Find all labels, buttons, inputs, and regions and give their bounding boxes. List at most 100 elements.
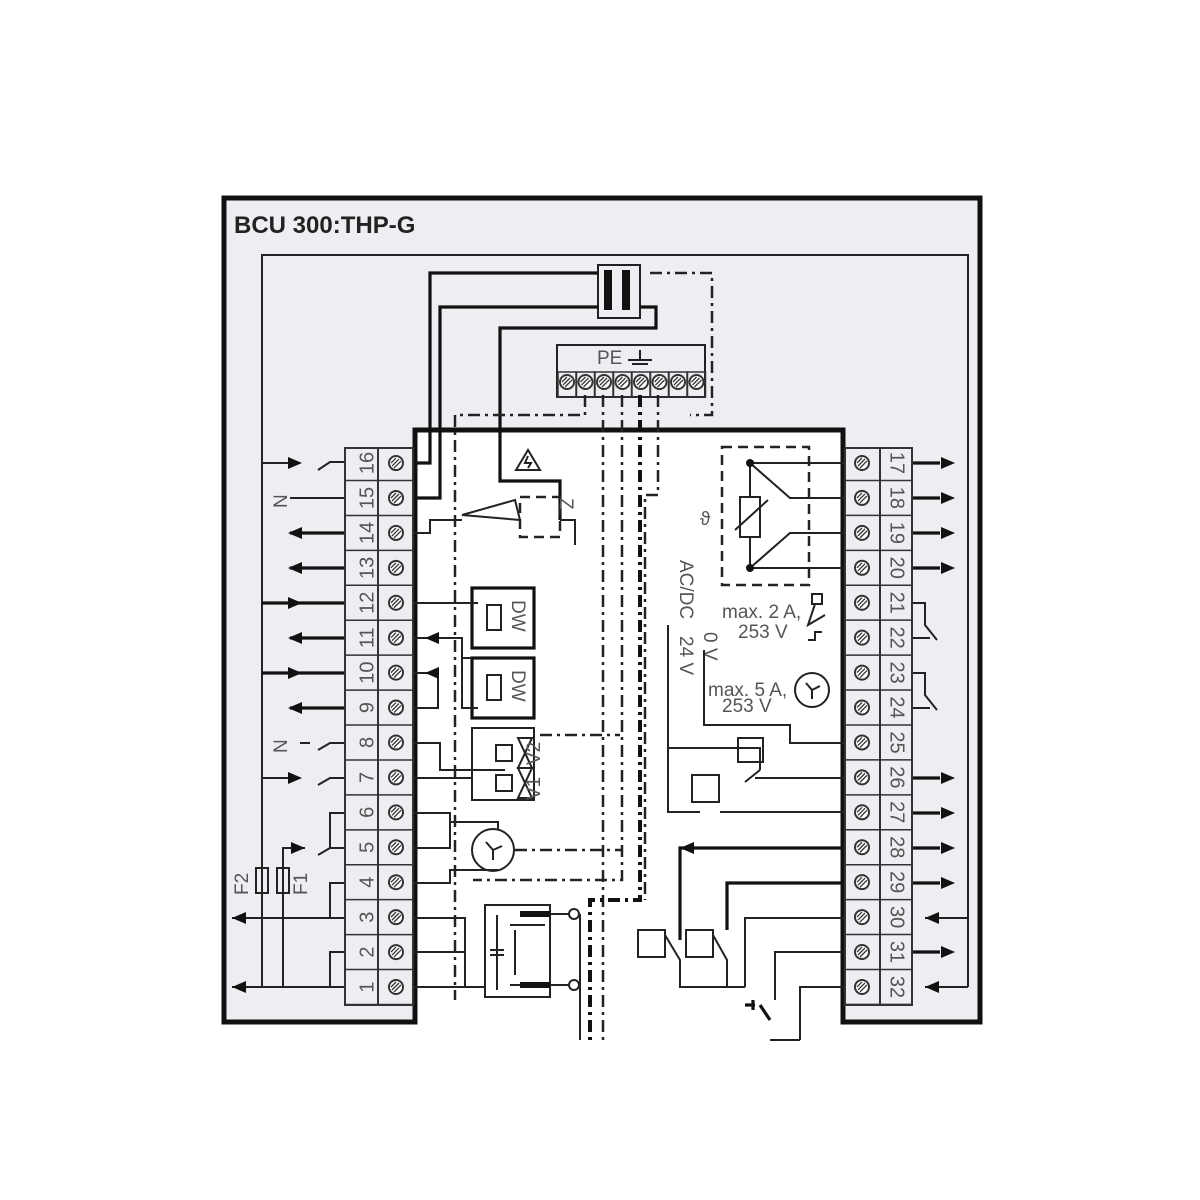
terminal-screw-17[interactable]: [854, 455, 870, 471]
terminal-number: 17: [886, 452, 908, 474]
terminal-screw-4[interactable]: [388, 874, 404, 891]
terminal-screw-24[interactable]: [854, 699, 870, 716]
terminal-number: 20: [886, 557, 908, 579]
terminal-screw-25[interactable]: [854, 734, 870, 751]
temperature-sensor: ϑ: [700, 445, 865, 587]
warning-icon: [514, 448, 542, 471]
inner-panel: [415, 430, 843, 1050]
pe-terminal-screw[interactable]: [614, 374, 631, 390]
terminal-screw-13[interactable]: [388, 559, 404, 576]
terminal-screw-12[interactable]: [388, 594, 404, 611]
arrow-icon: [288, 772, 302, 784]
terminal-screw-20[interactable]: [854, 559, 870, 576]
terminal-screw-5[interactable]: [388, 839, 404, 856]
terminal-number: 3: [356, 912, 378, 923]
terminal-screw-8[interactable]: [388, 734, 404, 751]
arrow-icon: [941, 562, 955, 574]
arrow-icon: [232, 981, 246, 993]
terminal-number: 2: [356, 947, 378, 958]
arrow-icon: [288, 562, 302, 574]
n-label-top: N: [271, 494, 292, 508]
terminal-number: 18: [886, 487, 908, 509]
terminal-screw-1[interactable]: [388, 979, 404, 995]
terminal-number: 22: [886, 627, 908, 649]
terminal-screw-18[interactable]: [854, 489, 870, 506]
terminal-screw-19[interactable]: [854, 524, 870, 541]
terminal-screw-7[interactable]: [388, 769, 404, 786]
pe-terminal-screw[interactable]: [633, 374, 649, 390]
terminal-screw-2[interactable]: [388, 944, 404, 961]
fan-icon-circle: [794, 672, 830, 708]
terminal-number: 11: [356, 627, 378, 648]
terminal-screw-26[interactable]: [854, 769, 870, 786]
terminal-number: 29: [886, 871, 908, 893]
terminal-number: 15: [356, 487, 378, 509]
terminal-screw-28[interactable]: [854, 839, 870, 856]
terminal-screw-29[interactable]: [854, 874, 870, 891]
fan-feedback-icon: [637, 929, 666, 958]
v1-label: V1: [524, 777, 545, 800]
left-wiring: F2 F1 N N: [232, 461, 345, 988]
device-title: BCU 300:THP-G: [234, 212, 415, 239]
terminal-screw-21[interactable]: [854, 594, 870, 611]
pe-terminal-screw[interactable]: [559, 374, 575, 390]
arrow-icon: [425, 667, 439, 679]
arrow-icon: [941, 772, 955, 784]
pe-terminal-screw[interactable]: [577, 374, 594, 390]
terminal-number: 27: [886, 801, 908, 823]
terminal-number: 7: [356, 772, 378, 783]
pe-terminal-screw[interactable]: [651, 374, 668, 390]
arrowheads: [232, 457, 955, 993]
fan-icon: [485, 841, 503, 860]
terminal-screw-14[interactable]: [388, 524, 404, 541]
pressure-switch-1: DW: [470, 586, 536, 650]
arrow-icon: [941, 492, 955, 504]
arrow-icon: [941, 842, 955, 854]
24v-label: 24 V: [675, 636, 696, 675]
terminal-number: 28: [886, 836, 908, 858]
housing-frame: [221, 195, 983, 1025]
terminal-screw-11[interactable]: [388, 629, 404, 646]
pe-terminal-screw[interactable]: [596, 374, 612, 390]
terminal-screw-31[interactable]: [854, 944, 870, 961]
gas-valves: V1 V2: [395, 727, 620, 801]
terminal-screw-30[interactable]: [854, 909, 870, 926]
terminal-number: 19: [886, 522, 908, 544]
terminal-screw-27[interactable]: [854, 804, 870, 821]
arrow-icon: [941, 946, 955, 958]
fuse-f2: [255, 867, 269, 894]
arrow-icon: [288, 527, 302, 539]
terminal-number: 14: [356, 522, 378, 544]
arrow-icon: [288, 597, 302, 609]
pe-terminal-screw[interactable]: [670, 374, 686, 390]
terminal-number: 10: [356, 662, 378, 684]
terminal-screw-6[interactable]: [388, 804, 404, 821]
terminal-screw-9[interactable]: [388, 699, 404, 716]
terminal-screw-22[interactable]: [854, 629, 870, 646]
terminal-number: 32: [886, 976, 908, 998]
arrow-icon: [941, 807, 955, 819]
n-label-mid: N: [271, 739, 292, 753]
outer-bus: [261, 254, 969, 987]
alarm-icon: [806, 593, 826, 641]
terminal-screw-3[interactable]: [388, 909, 404, 926]
fuse-f1: [276, 867, 290, 894]
relay-rating-2: 253 V: [738, 622, 788, 643]
z-label: Z: [555, 498, 576, 510]
flame-signal-icon: [691, 774, 720, 803]
dw2-label: DW: [507, 670, 528, 702]
terminal-screw-23[interactable]: [854, 664, 870, 681]
terminal-screw-10[interactable]: [388, 664, 404, 681]
terminal-screw-15[interactable]: [388, 489, 404, 506]
terminal-number: 8: [356, 737, 378, 748]
arrow-icon: [425, 632, 439, 644]
terminal-number: 5: [356, 842, 378, 853]
arrow-icon: [288, 457, 302, 469]
pe-terminal-screw[interactable]: [688, 374, 705, 390]
pressure-switch-2: DW: [470, 656, 536, 720]
terminal-screw-16[interactable]: [388, 455, 404, 472]
terminal-screw-32[interactable]: [854, 978, 870, 995]
